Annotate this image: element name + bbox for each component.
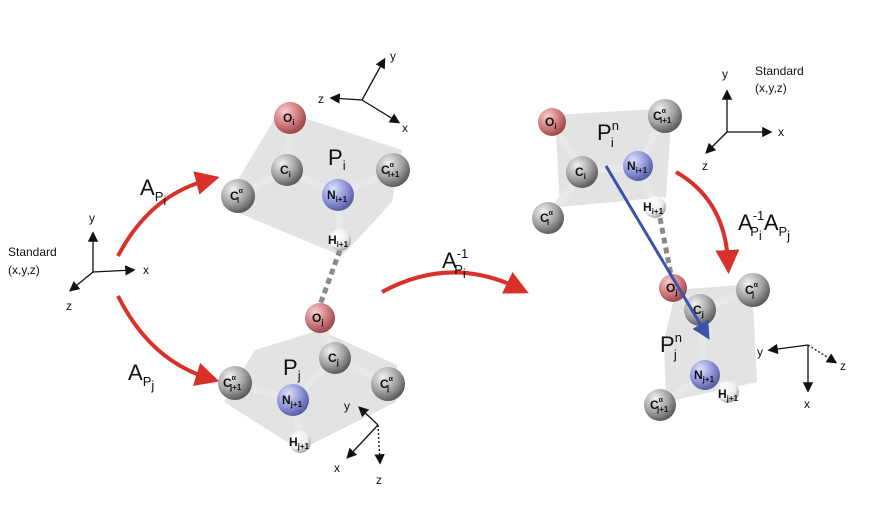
svg-text:Cαj: Cαj — [745, 282, 759, 299]
svg-text:z: z — [702, 159, 708, 173]
svg-text:Hj+1: Hj+1 — [289, 435, 310, 451]
svg-text:Pi: Pi — [328, 145, 346, 173]
label-api: APi — [140, 175, 166, 208]
svg-text:Nj+1: Nj+1 — [282, 393, 303, 409]
svg-text:Ci: Ci — [280, 163, 291, 179]
svg-text:Hi+1: Hi+1 — [643, 200, 664, 216]
svg-text:x: x — [778, 125, 784, 139]
svg-text:y: y — [757, 345, 763, 359]
svg-text:z: z — [840, 359, 846, 373]
svg-text:x: x — [804, 397, 810, 411]
svg-text:Cαj+1: Cαj+1 — [650, 397, 669, 414]
svg-text:z: z — [376, 473, 382, 487]
svg-text:y: y — [344, 399, 350, 413]
svg-text:Nj+1: Nj+1 — [694, 368, 715, 384]
svg-text:y: y — [722, 67, 728, 81]
svg-text:Ci: Ci — [575, 165, 586, 181]
svg-text:Cαj+1: Cαj+1 — [223, 375, 242, 392]
svg-text:Cαi: Cαi — [230, 188, 244, 205]
transform-arrow-inverse — [381, 270, 529, 294]
svg-text:y: y — [390, 49, 396, 63]
svg-text:Oi: Oi — [545, 115, 557, 131]
standard-label-right: Standard — [755, 64, 804, 78]
local-frame-pj-normalized: y x z — [757, 343, 846, 411]
svg-text:Cαi+1: Cαi+1 — [381, 162, 400, 179]
svg-text:Cαi: Cαi — [540, 210, 554, 227]
svg-text:Hi+1: Hi+1 — [328, 233, 349, 249]
displacement-vector-arrow — [604, 165, 710, 340]
label-apj: APj — [128, 360, 154, 393]
svg-text:z: z — [318, 92, 324, 106]
standard-frame-left: y x z Standard (x,y,z) — [8, 211, 149, 313]
svg-text:Ni+1: Ni+1 — [327, 188, 348, 204]
svg-text:Cαi+1: Cαi+1 — [653, 108, 672, 125]
svg-text:Oj: Oj — [666, 281, 678, 297]
svg-text:Pnj: Pnj — [660, 330, 682, 362]
svg-text:Cαj: Cαj — [380, 376, 394, 393]
transform-arrow-api — [116, 171, 220, 257]
svg-text:Pni: Pni — [597, 118, 619, 150]
svg-text:x: x — [334, 461, 340, 475]
svg-text:Cj: Cj — [328, 351, 339, 367]
svg-text:Oj: Oj — [312, 311, 324, 327]
transform-arrow-relative — [675, 170, 740, 274]
svg-text:Pj: Pj — [283, 355, 301, 383]
svg-text:Oi: Oi — [283, 111, 295, 127]
local-frame-pj: y x z — [334, 399, 385, 487]
axis-z-label: z — [66, 299, 72, 313]
axis-x-label: x — [143, 263, 149, 277]
standard-label: Standard — [8, 245, 57, 259]
standard-coords-right: (x,y,z) — [755, 81, 787, 95]
standard-coords: (x,y,z) — [8, 263, 40, 277]
svg-text:Ni+1: Ni+1 — [627, 159, 648, 175]
standard-frame-right: y x z Standard (x,y,z) — [702, 64, 804, 173]
svg-text:Hj+1: Hj+1 — [718, 387, 739, 403]
axis-y-label: y — [89, 211, 95, 225]
svg-text:Cj: Cj — [693, 303, 704, 319]
local-frame-pi: y z x — [318, 49, 408, 135]
svg-text:x: x — [402, 121, 408, 135]
transform-arrow-apj — [116, 295, 220, 386]
